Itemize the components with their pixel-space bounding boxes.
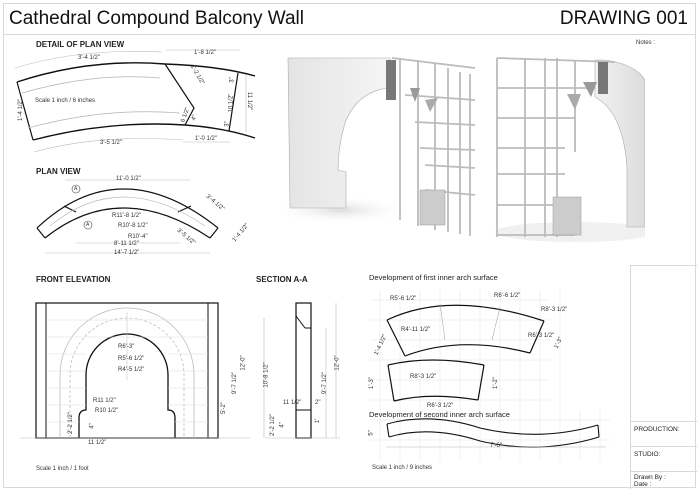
header-divider bbox=[3, 34, 696, 35]
detail-plan-scale: Scale 1 inch / 6 inches bbox=[35, 98, 96, 104]
dim-label: 3" bbox=[229, 77, 236, 83]
dim-label: 11 1/2" bbox=[283, 400, 302, 406]
dim-label: 1'-3" bbox=[368, 377, 375, 389]
arch-solid-face bbox=[594, 59, 645, 228]
dim-label: R10'-4" bbox=[128, 234, 148, 240]
dim-label: R4'-11 1/2" bbox=[401, 327, 431, 333]
section-marker: A bbox=[86, 222, 90, 228]
dim-label: 4" bbox=[279, 422, 286, 428]
section-aa-drawing bbox=[263, 302, 340, 439]
detail-plan-label: DETAIL OF PLAN VIEW bbox=[36, 40, 125, 49]
production-field: PRODUCTION: bbox=[631, 421, 697, 446]
dim-label: R5'-6 1/2" bbox=[118, 356, 145, 362]
dim-label: 1'-8 1/2" bbox=[194, 50, 216, 56]
dim-label: 4" bbox=[89, 423, 96, 429]
drawn-by-label: Drawn By : bbox=[634, 474, 666, 481]
dim-label: R6'-6 1/2" bbox=[494, 293, 521, 299]
development-second-label: Development of second inner arch surface bbox=[369, 410, 510, 419]
dim-label: 11 1/2" bbox=[246, 91, 253, 111]
detail-plan-drawing bbox=[14, 49, 256, 153]
development-first-label: Development of first inner arch surface bbox=[369, 273, 498, 282]
dim-label: R8'-3 1/2" bbox=[541, 307, 568, 313]
dim-label: R6'-3 1/2" bbox=[427, 403, 454, 409]
dim-label: 3" bbox=[224, 121, 231, 127]
dim-label: 2'-2 1/2" bbox=[67, 412, 74, 434]
arch-keystone-block bbox=[598, 62, 608, 94]
dim-label: 7'-6" bbox=[490, 443, 502, 449]
dim-label: R10'-8 1/2" bbox=[118, 223, 148, 229]
dim-label: 1' bbox=[315, 418, 322, 424]
drawing-sheet bbox=[3, 3, 696, 488]
front-elevation-label: FRONT ELEVATION bbox=[36, 275, 111, 284]
dim-label: R4'-5 1/2" bbox=[118, 367, 145, 373]
dim-label: 10'-8 1/2" bbox=[263, 362, 270, 388]
front-elevation-scale: Scale 1 inch / 1 foot bbox=[36, 466, 89, 472]
render-front-perspective bbox=[280, 57, 476, 236]
dim-label: R5'-6 1/2" bbox=[390, 296, 417, 302]
dim-label: 3'-5 1/2" bbox=[100, 140, 122, 146]
development-first-drawing bbox=[386, 303, 545, 402]
dim-label: 5'-2" bbox=[220, 402, 227, 414]
dim-label: R11'-8 1/2" bbox=[112, 213, 142, 219]
dim-label: 2" bbox=[315, 400, 321, 406]
plan-view-label: PLAN VIEW bbox=[36, 167, 81, 176]
date-label: Date : bbox=[634, 481, 652, 488]
dim-label: 14'-7 1/2" bbox=[114, 250, 140, 256]
dim-label: 8'-11 1/2" bbox=[114, 241, 139, 247]
section-marker: A bbox=[74, 186, 78, 192]
drawing-number: DRAWING 001 bbox=[559, 8, 688, 29]
dim-label: 3'-4 1/2" bbox=[78, 55, 100, 61]
title-block: PRODUCTION: STUDIO: Drawn By : Date : bbox=[630, 265, 697, 489]
dim-label: 12'-0" bbox=[240, 355, 247, 371]
front-elevation-bricks bbox=[46, 319, 208, 423]
drawing-title: Cathedral Compound Balcony Wall bbox=[9, 8, 305, 29]
studio-label: STUDIO: bbox=[634, 451, 661, 458]
development-second-drawing bbox=[386, 418, 606, 448]
studio-field: STUDIO: bbox=[631, 446, 697, 471]
dim-label: R10 1/2" bbox=[95, 408, 119, 414]
dim-label: 1'-2" bbox=[492, 377, 499, 389]
dim-label: R8'-3 1/2" bbox=[410, 374, 437, 380]
render-back-perspective bbox=[495, 57, 645, 242]
dim-label: 2'-2 1/2" bbox=[269, 414, 276, 436]
dim-label: 11 1/2" bbox=[88, 440, 107, 446]
front-elevation-drawing bbox=[20, 302, 250, 439]
dim-label: 10 1/2" bbox=[228, 93, 235, 113]
arch-solid-face bbox=[287, 57, 391, 209]
section-aa-label: SECTION A-A bbox=[256, 275, 308, 284]
dim-label: 5" bbox=[368, 430, 375, 436]
dim-label: R11 1/2" bbox=[93, 398, 116, 404]
dim-label: 1'-0 1/2" bbox=[195, 136, 217, 142]
dim-label: 9'-7 1/2" bbox=[321, 372, 328, 394]
dim-label: 12'-0" bbox=[334, 355, 341, 371]
dim-label: R6'-3" bbox=[118, 344, 135, 350]
development-grid bbox=[370, 290, 610, 460]
dim-label: 11'-0 1/2" bbox=[116, 176, 141, 182]
drawn-by-field: Drawn By : Date : bbox=[631, 471, 697, 489]
dim-label: R6'-3 1/2" bbox=[528, 333, 555, 339]
arch-keystone-block bbox=[386, 60, 396, 100]
dim-label: 9'-7 1/2" bbox=[231, 372, 238, 394]
development-scale: Scale 1 inch / 9 inches bbox=[372, 465, 433, 471]
notes-label: Notes : bbox=[636, 40, 656, 46]
dim-label: 1'-4 1/2" bbox=[17, 99, 24, 121]
production-label: PRODUCTION: bbox=[634, 426, 680, 433]
plan-view-drawing bbox=[36, 179, 219, 254]
